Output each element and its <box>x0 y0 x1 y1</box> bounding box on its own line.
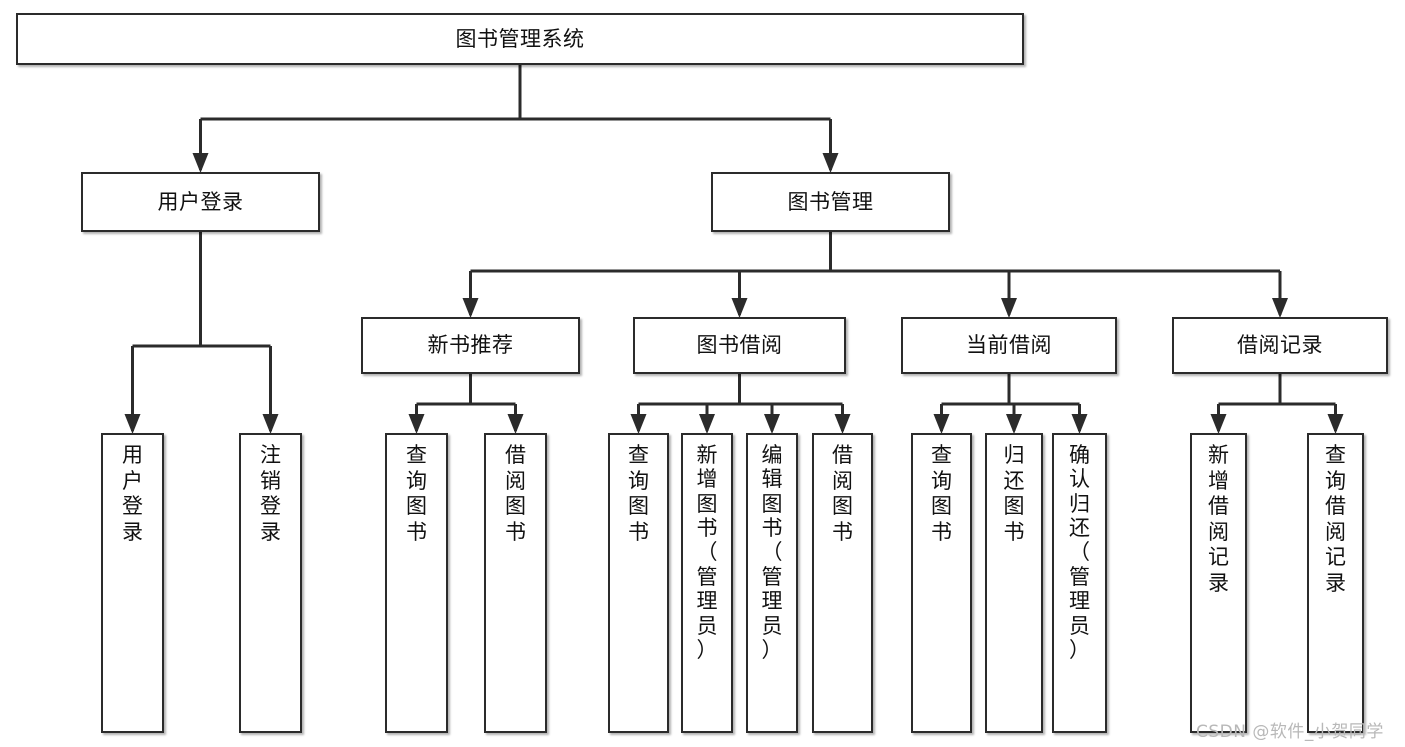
node-leaf-rec-query[interactable]: 查 询 图 书 <box>385 433 448 733</box>
node-leaf-br-query[interactable]: 查 询 借 阅 记 录 <box>1307 433 1364 733</box>
node-current-borrow[interactable]: 当前借阅 <box>901 317 1117 374</box>
node-leaf-bb-borrow[interactable]: 借 阅 图 书 <box>812 433 873 733</box>
node-label: 查 询 图 书 <box>406 443 427 544</box>
edge-arrowhead-icon <box>1327 414 1344 434</box>
node-label: 查 询 借 阅 记 录 <box>1325 443 1346 596</box>
node-label: 借 阅 图 书 <box>505 443 526 544</box>
node-new-book-rec[interactable]: 新书推荐 <box>361 317 580 374</box>
node-borrow-record[interactable]: 借阅记录 <box>1172 317 1388 374</box>
node-leaf-cb-query[interactable]: 查 询 图 书 <box>911 433 972 733</box>
node-leaf-user-logout[interactable]: 注 销 登 录 <box>239 433 302 733</box>
node-leaf-rec-borrow[interactable]: 借 阅 图 书 <box>484 433 547 733</box>
node-label: 查 询 图 书 <box>628 443 649 544</box>
edge-arrowhead-icon <box>507 414 524 434</box>
node-label: 借 阅 图 书 <box>832 443 853 544</box>
node-label: 图书管理 <box>787 189 874 214</box>
node-leaf-bb-query[interactable]: 查 询 图 书 <box>608 433 669 733</box>
edge-arrowhead-icon <box>1210 414 1227 434</box>
node-label: 注 销 登 录 <box>260 443 281 544</box>
node-label: 用户登录 <box>157 189 244 214</box>
watermark-text: CSDN @软件_小贺同学 <box>1196 722 1384 742</box>
edge-arrowhead-icon <box>933 414 950 434</box>
edge-arrowhead-icon <box>731 298 748 318</box>
edge-arrowhead-icon <box>408 414 425 434</box>
node-label: 新书推荐 <box>427 333 514 357</box>
node-leaf-cb-confirm[interactable]: 确 认 归 还 （ 管 理 员 ） <box>1052 433 1107 733</box>
node-label: 当前借阅 <box>966 333 1052 357</box>
edge-arrowhead-icon <box>834 414 851 434</box>
node-label: 借阅记录 <box>1237 333 1323 357</box>
node-label: 查 询 图 书 <box>931 443 952 544</box>
node-book-borrow[interactable]: 图书借阅 <box>633 317 846 374</box>
node-label: 图书借阅 <box>696 333 783 357</box>
edge-arrowhead-icon <box>822 153 839 173</box>
node-leaf-br-add[interactable]: 新 增 借 阅 记 录 <box>1190 433 1247 733</box>
edge-arrowhead-icon <box>462 298 479 318</box>
edge-arrowhead-icon <box>1006 414 1022 434</box>
node-leaf-bb-add[interactable]: 新 增 图 书 （ 管 理 员 ） <box>681 433 733 733</box>
node-root[interactable]: 图书管理系统 <box>16 13 1024 65</box>
node-label: 图书管理系统 <box>455 26 585 51</box>
edge-arrowhead-icon <box>262 414 279 434</box>
node-label: 编 辑 图 书 （ 管 理 员 ） <box>761 443 783 662</box>
edge-arrowhead-icon <box>764 414 780 434</box>
edge-arrowhead-icon <box>1071 414 1088 434</box>
edge-arrowhead-icon <box>192 153 209 173</box>
node-label: 新 增 借 阅 记 录 <box>1208 443 1229 596</box>
edge-arrowhead-icon <box>124 414 141 434</box>
node-user-login[interactable]: 用户登录 <box>81 172 320 232</box>
node-label: 用 户 登 录 <box>122 443 143 544</box>
node-label: 新 增 图 书 （ 管 理 员 ） <box>696 443 718 662</box>
node-book-manage[interactable]: 图书管理 <box>711 172 950 232</box>
node-label: 归 还 图 书 <box>1003 443 1025 544</box>
edge-arrowhead-icon <box>1272 298 1288 318</box>
node-label: 确 认 归 还 （ 管 理 员 ） <box>1069 443 1090 662</box>
node-leaf-cb-return[interactable]: 归 还 图 书 <box>985 433 1043 733</box>
edge-arrowhead-icon <box>699 414 715 434</box>
node-leaf-user-login[interactable]: 用 户 登 录 <box>101 433 164 733</box>
edge-arrowhead-icon <box>630 414 647 434</box>
edge-arrowhead-icon <box>1001 298 1017 318</box>
node-leaf-bb-edit[interactable]: 编 辑 图 书 （ 管 理 员 ） <box>746 433 798 733</box>
